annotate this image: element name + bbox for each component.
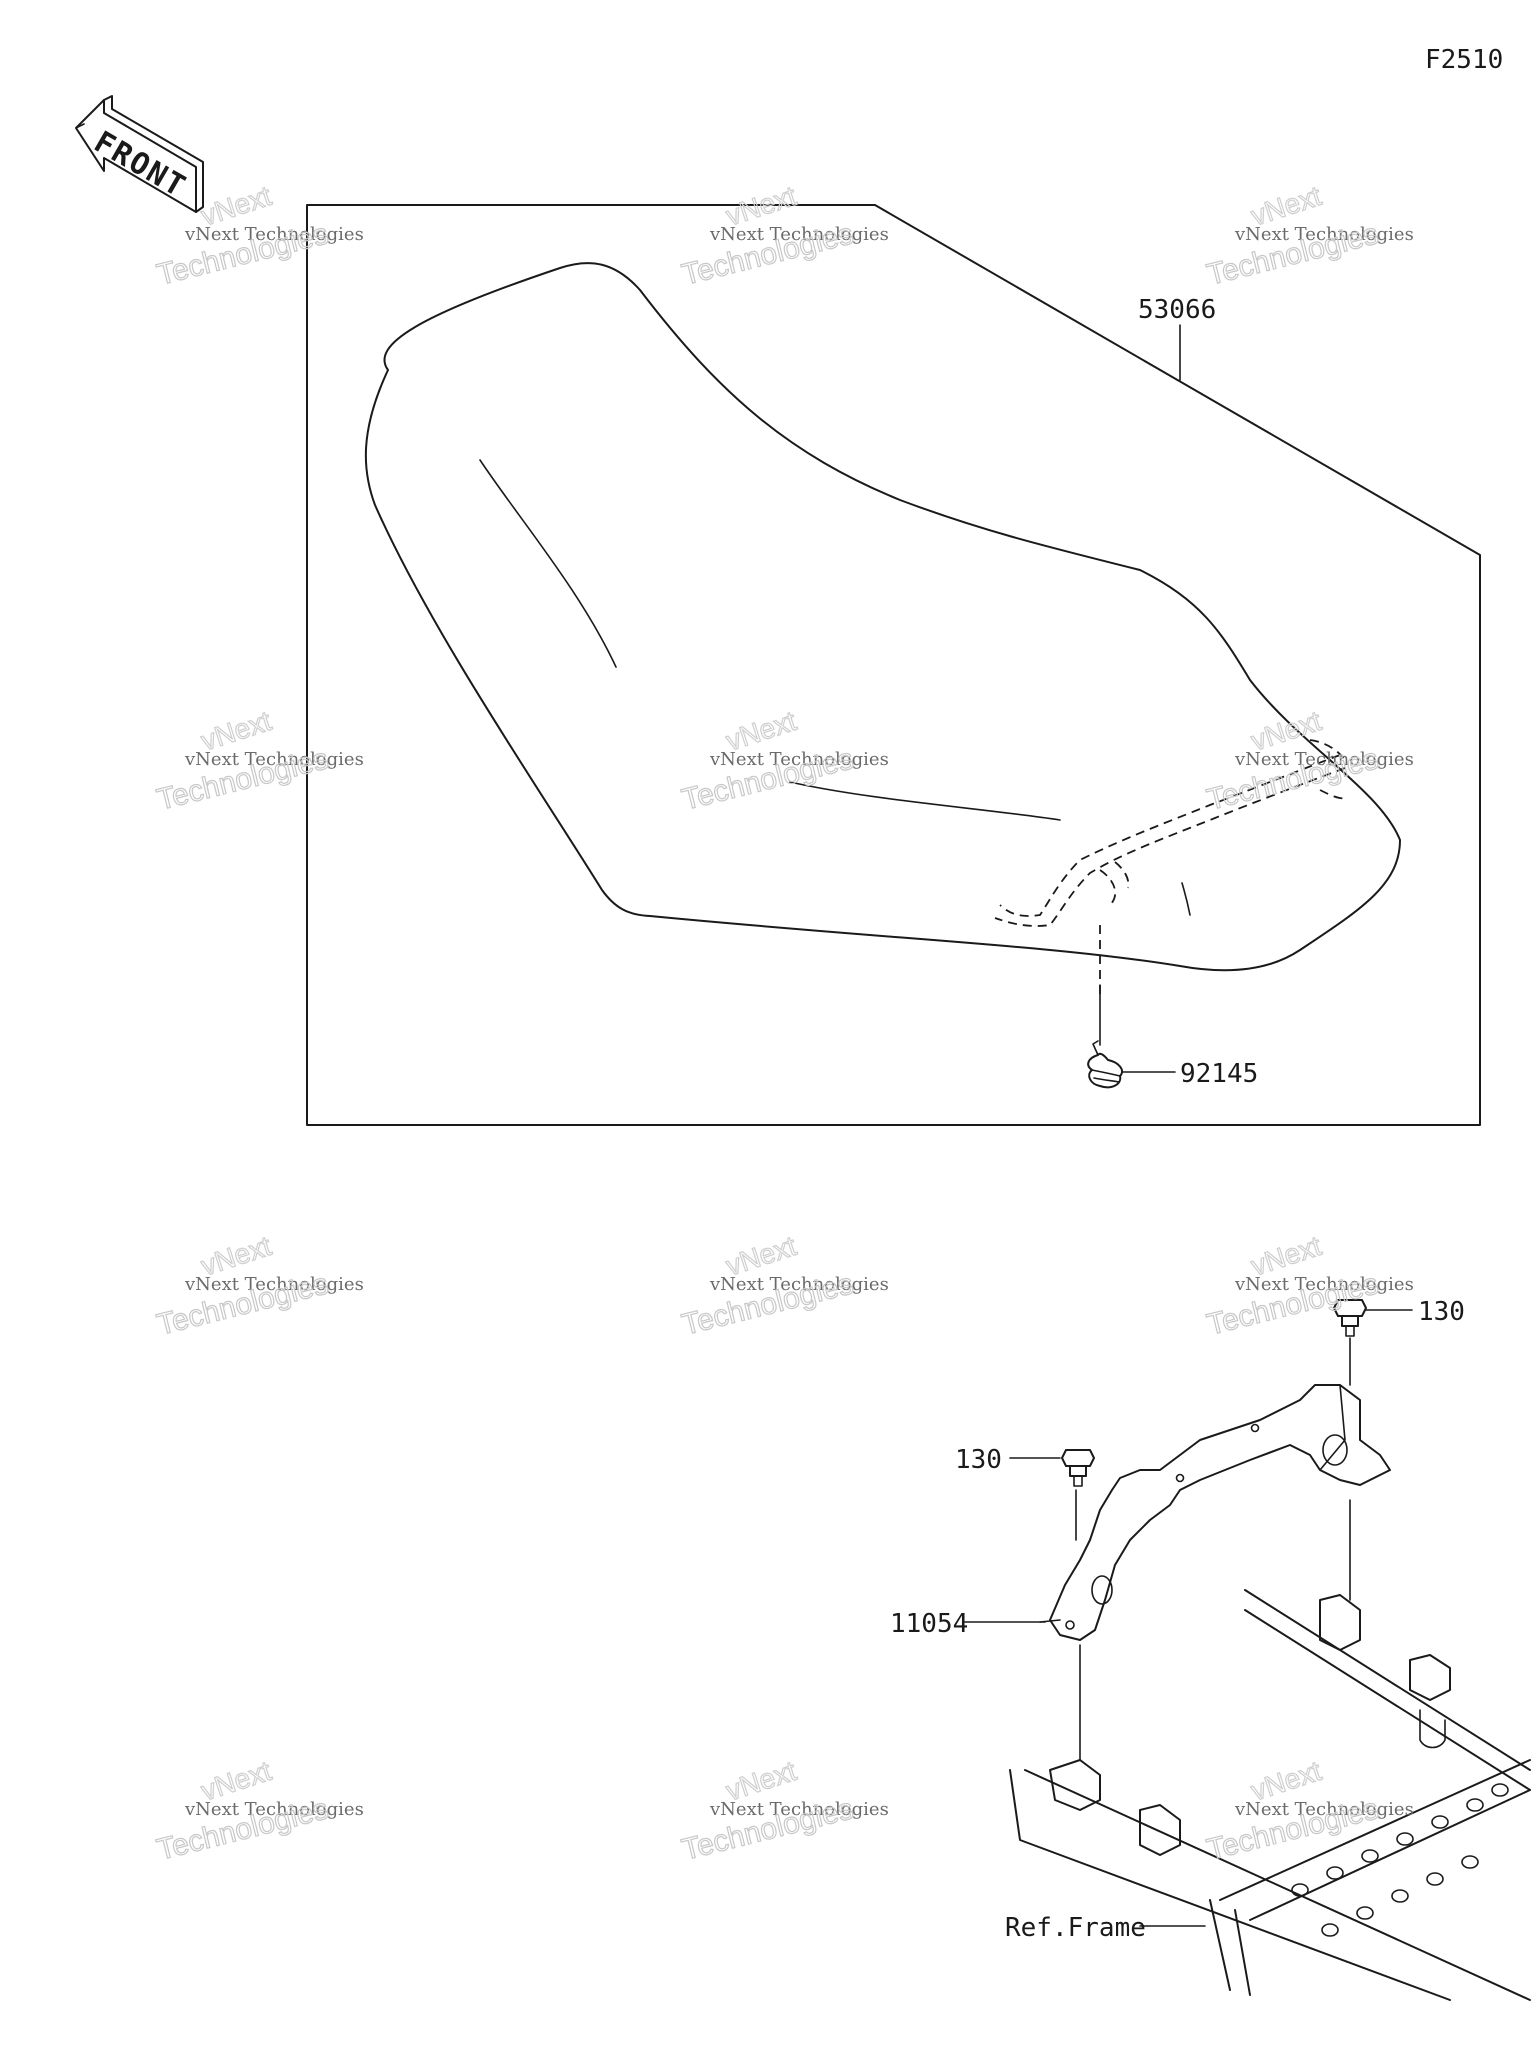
svg-text:vNext Technologies: vNext Technologies — [1234, 1799, 1414, 1820]
svg-text:vNext Technologies: vNext Technologies — [709, 749, 889, 770]
svg-text:vNext Technologies: vNext Technologies — [1234, 224, 1414, 245]
svg-text:vNext Technologies: vNext Technologies — [184, 749, 364, 770]
svg-text:vNext Technologies: vNext Technologies — [709, 1799, 889, 1820]
svg-text:vNext Technologies: vNext Technologies — [184, 1799, 364, 1820]
part-label-seat: 53066 — [1138, 295, 1216, 325]
svg-text:vNext Technologies: vNext Technologies — [1234, 749, 1414, 770]
spring-icon — [1087, 984, 1176, 1089]
svg-text:vNext Technologies: vNext Technologies — [184, 1274, 364, 1295]
part-label-frame: Ref.Frame — [1005, 1913, 1146, 1943]
part-label-bracket: 11054 — [890, 1609, 968, 1639]
bolt-icon — [1009, 1449, 1095, 1541]
svg-text:vNext Technologies: vNext Technologies — [709, 224, 889, 245]
front-arrow-icon: FRONT — [75, 95, 204, 213]
watermark: vNext vNext Technologies Technologies — [153, 1754, 364, 1867]
watermark: vNext vNext Technologies Technologies — [678, 1229, 889, 1342]
svg-text:vNext Technologies: vNext Technologies — [709, 1274, 889, 1295]
seat-kit-box — [306, 204, 1481, 1126]
bolt-icon — [1333, 1299, 1413, 1386]
part-label-bolt-upper: 130 — [1418, 1297, 1465, 1327]
watermark: vNext vNext Technologies Technologies — [678, 1754, 889, 1867]
frame-holes — [1291, 1783, 1509, 1937]
watermark: vNext vNext Technologies Technologies — [678, 704, 889, 817]
watermark: vNext vNext Technologies Technologies — [153, 704, 364, 817]
bracket-assembly: 130 130 11054 — [890, 1297, 1531, 2001]
figure-code: F2510 — [1425, 45, 1503, 75]
watermark: vNext vNext Technologies Technologies — [1203, 1754, 1414, 1867]
watermark: vNext vNext Technologies Technologies — [678, 179, 889, 292]
watermark: vNext vNext Technologies Technologies — [153, 1229, 364, 1342]
seat-assembly — [364, 262, 1401, 1000]
part-label-bolt-left: 130 — [955, 1445, 1002, 1475]
svg-text:vNext Technologies: vNext Technologies — [1234, 1274, 1414, 1295]
watermark-grid: vNext vNext Technologies Technologies vN… — [153, 179, 1414, 1867]
svg-text:vNext Technologies: vNext Technologies — [184, 224, 364, 245]
watermark: vNext vNext Technologies Technologies — [1203, 1229, 1414, 1342]
watermark: vNext vNext Technologies Technologies — [1203, 179, 1414, 292]
watermark: vNext vNext Technologies Technologies — [153, 179, 364, 292]
part-label-spring: 92145 — [1180, 1059, 1258, 1089]
watermark: vNext vNext Technologies Technologies — [1203, 704, 1414, 817]
